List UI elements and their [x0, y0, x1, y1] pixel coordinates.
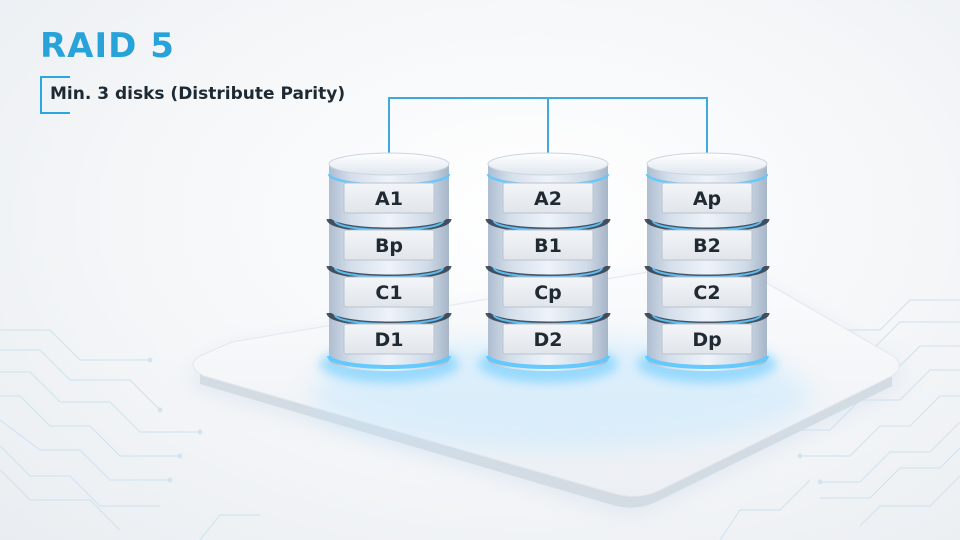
disk-base-rim	[486, 355, 610, 369]
block-label: C1	[375, 282, 402, 304]
block-label: A1	[375, 188, 403, 210]
parity-connector	[388, 97, 708, 160]
disk-body	[488, 164, 608, 371]
block-label: Ap	[693, 188, 721, 210]
block-label: D2	[534, 329, 563, 351]
block-label: C2	[693, 282, 720, 304]
block-label: D1	[375, 329, 404, 351]
disk-base-rim	[645, 355, 769, 369]
block-label-plate	[343, 182, 435, 214]
block-label-plate	[502, 229, 594, 261]
block-label-plate	[502, 276, 594, 308]
disk-top	[328, 152, 450, 176]
block-label: A2	[534, 188, 562, 210]
block-label: B2	[693, 235, 721, 257]
block-label-plate	[343, 229, 435, 261]
block-label-plate	[661, 323, 753, 355]
circuit-traces	[0, 299, 960, 540]
block-label-plate	[661, 182, 753, 214]
disk-base-rim	[327, 355, 451, 369]
block-label-plate	[661, 229, 753, 261]
block-label: Bp	[375, 235, 403, 257]
disk-body	[647, 164, 767, 371]
block-label-plate	[343, 323, 435, 355]
subtitle-bracket	[40, 76, 70, 114]
block-label-plate	[661, 276, 753, 308]
block-label-plate	[502, 323, 594, 355]
block-label: Dp	[692, 329, 721, 351]
block-label-plate	[343, 276, 435, 308]
disk-top	[487, 152, 609, 176]
page-title: RAID 5	[40, 26, 175, 66]
block-label: B1	[534, 235, 562, 257]
disk-body	[329, 164, 449, 371]
block-label: Cp	[534, 282, 562, 304]
page-subtitle: Min. 3 disks (Distribute Parity)	[50, 84, 346, 104]
disk-top	[646, 152, 768, 176]
block-label-plate	[502, 182, 594, 214]
